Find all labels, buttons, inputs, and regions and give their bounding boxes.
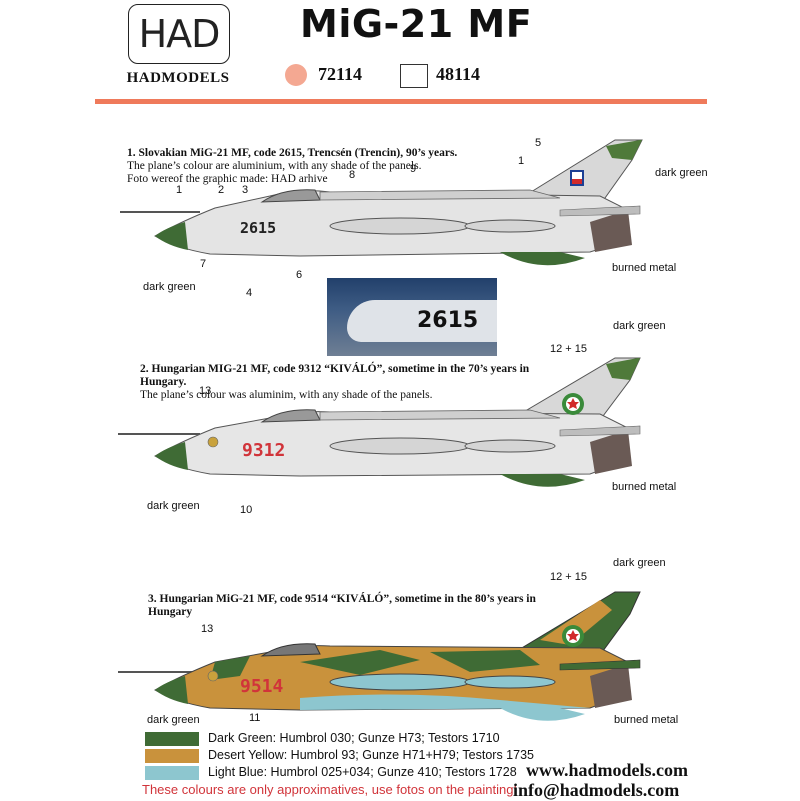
scale-swatch-circle xyxy=(285,64,307,86)
plane1-caption-line2: The plane’s colour are aluminium, with a… xyxy=(127,160,422,172)
plane3-code: 9514 xyxy=(240,676,284,697)
plane2-label-tail: dark green xyxy=(613,320,666,332)
plane1-caption-line3: Foto wereof the graphic made: HAD arhive xyxy=(127,173,328,185)
plane1-callout-4: 4 xyxy=(246,287,253,299)
plane2-callout-13: 13 xyxy=(199,385,212,397)
plane1-callout-5: 5 xyxy=(535,137,542,149)
plane1-label-nose: dark green xyxy=(143,281,196,293)
product-code-2: 48114 xyxy=(436,64,481,84)
plane1-ventral-fin xyxy=(500,252,585,266)
plane1-callout-1: 1 xyxy=(176,184,183,196)
plane1-callout-9: 9 xyxy=(410,163,417,175)
plane1-label-tail: dark green xyxy=(655,167,708,179)
header-divider xyxy=(95,99,707,104)
plane1-canopy xyxy=(260,189,321,203)
plane2-caption-title: 2. Hungarian MIG-21 MF, code 9312 “KIVÁL… xyxy=(140,363,530,388)
plane1-fin-tip xyxy=(606,140,642,160)
website-link[interactable]: www.hadmodels.com xyxy=(526,760,689,780)
plane2-label-nose: dark green xyxy=(147,500,200,512)
plane3-label-nose: dark green xyxy=(147,714,200,726)
legend-desert-yellow: Desert Yellow: Humbrol 93; Gunze H71+H79… xyxy=(208,748,534,762)
plane1-caption: 1. Slovakian MiG-21 MF, code 2615, Trenc… xyxy=(127,147,547,186)
logo-mark: HAD xyxy=(138,12,221,56)
plane1-callout-7: 7 xyxy=(200,258,207,270)
legend-dark-green: Dark Green: Humbrol 030; Gunze H73; Test… xyxy=(208,731,500,745)
email-link[interactable]: info@hadmodels.com xyxy=(513,780,680,800)
plane3-caption: 3. Hungarian MiG-21 MF, code 9514 “KIVÁL… xyxy=(148,593,578,619)
plane2-callout-12-15: 12 + 15 xyxy=(550,343,588,355)
plane2-code: 9312 xyxy=(242,440,286,461)
plane2-label-exhaust: burned metal xyxy=(612,481,677,493)
plane3-label-exhaust: burned metal xyxy=(614,714,679,726)
plane2-callout-10: 10 xyxy=(240,504,253,516)
plane3-caption-title: 3. Hungarian MiG-21 MF, code 9514 “KIVÁL… xyxy=(148,593,536,618)
brand-name: HADMODELS xyxy=(126,70,230,86)
photo-code: 2615 xyxy=(417,308,479,333)
plane2-caption-line2: The plane’s colour was aluminim, with an… xyxy=(140,389,433,401)
plane2-caption: 2. Hungarian MIG-21 MF, code 9312 “KIVÁL… xyxy=(140,363,570,402)
plane1-callout-6: 6 xyxy=(296,269,303,281)
colour-disclaimer: These colours are only approximatives, u… xyxy=(142,782,518,797)
scale-swatch-square xyxy=(400,64,428,88)
reference-photo: 2615 xyxy=(327,278,497,356)
legend-swatch-light-blue xyxy=(145,766,199,780)
plane3-label-tail: dark green xyxy=(613,557,666,569)
plane3-callout-13: 13 xyxy=(201,623,214,635)
plane1-label-exhaust: burned metal xyxy=(612,262,677,274)
page-title: MiG-21 MF xyxy=(300,2,533,46)
legend-swatch-desert-yellow xyxy=(145,749,199,763)
plane1-code: 2615 xyxy=(240,219,277,237)
plane1-callout-3: 3 xyxy=(242,184,249,196)
legend-light-blue: Light Blue: Humbrol 025+034; Gunze 410; … xyxy=(208,765,517,779)
plane1-exhaust xyxy=(590,210,632,252)
product-code-1: 72114 xyxy=(318,64,363,84)
plane1-nose-cone xyxy=(155,222,188,250)
plane1-caption-title: 1. Slovakian MiG-21 MF, code 2615, Trenc… xyxy=(127,147,458,159)
plane1-callout-8: 8 xyxy=(349,169,356,181)
plane1-callout-2: 2 xyxy=(218,184,225,196)
plane3-callout-12-15: 12 + 15 xyxy=(550,571,588,583)
brand-logo: HAD xyxy=(128,4,230,64)
legend-swatch-dark-green xyxy=(145,732,199,746)
plane3-callout-11: 11 xyxy=(249,712,261,724)
plane1-callout-1b: 1 xyxy=(518,155,525,167)
